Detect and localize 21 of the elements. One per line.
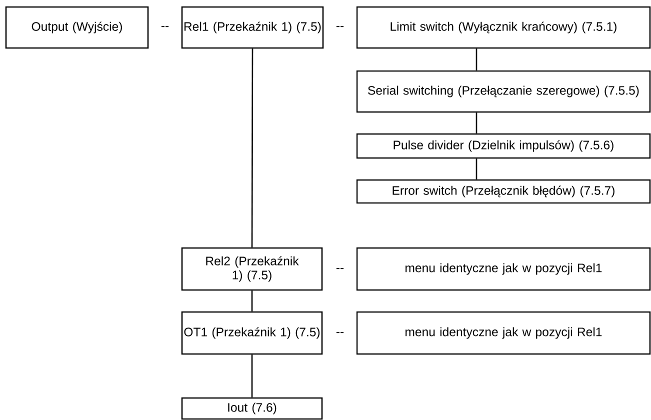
connector-line — [476, 48, 478, 70]
connector-line — [251, 48, 254, 248]
menu-box: OT1 (Przekaźnik 1) (7.5) — [181, 311, 323, 355]
menu-box: menu identyczne jak w pozycji Rel1 — [356, 247, 651, 291]
menu-box: Limit switch (Wyłącznik krańcowy) (7.5.1) — [356, 6, 651, 49]
connector-line — [476, 158, 478, 180]
dash-mark: -- — [161, 26, 169, 28]
connector-line — [251, 354, 253, 398]
menu-box: Output (Wyjście) — [5, 6, 149, 49]
menu-box: Error switch (Przełącznik błędów) (7.5.7) — [356, 179, 651, 204]
menu-box: Rel2 (Przekaźnik 1) (7.5) — [181, 247, 323, 291]
connector-line — [476, 112, 478, 134]
menu-box: Rel1 (Przekaźnik 1) (7.5) — [181, 6, 324, 49]
dash-mark: -- — [336, 332, 344, 334]
connector-line — [251, 290, 253, 312]
menu-box: menu identyczne jak w pozycji Rel1 — [356, 311, 651, 355]
dash-mark: -- — [336, 268, 344, 270]
dash-mark: -- — [336, 26, 344, 28]
menu-box: Serial switching (Przełączanie szeregowe) (7.5.5) — [356, 70, 651, 113]
menu-box: Pulse divider (Dzielnik impulsów) (7.5.6) — [356, 133, 651, 159]
menu-box: Iout (7.6) — [181, 397, 323, 420]
